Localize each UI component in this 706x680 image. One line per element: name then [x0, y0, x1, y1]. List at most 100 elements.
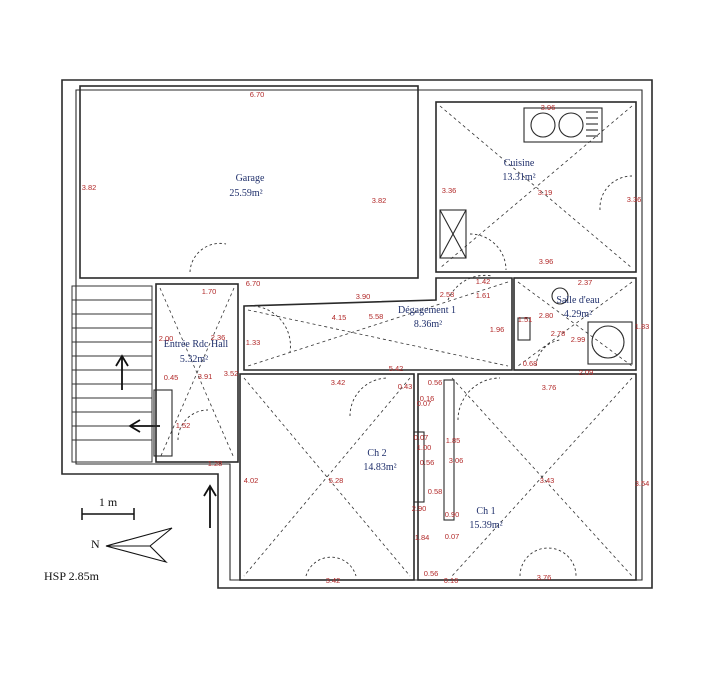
dim-label: 1.85: [446, 436, 461, 445]
dim-label: 3.36: [442, 186, 457, 195]
dim-label: 1.42: [476, 277, 491, 286]
dim-label: 0.90: [445, 510, 460, 519]
dim-label: 0.16: [444, 576, 459, 585]
dim-label: 0.07: [414, 433, 429, 442]
toilet: [517, 317, 531, 341]
cupboard-cross-2: [439, 209, 467, 259]
room-labels: Garage 25.59m² Cuisine 13.31m² Dégagemen…: [164, 158, 600, 531]
dim-label: 3.42: [326, 576, 341, 585]
outer-wall: [61, 79, 653, 589]
dim-label: 3.76: [542, 383, 557, 392]
dim-label: 1.28: [208, 459, 223, 468]
north-label: N: [91, 537, 100, 551]
cuisine-window-swing: [599, 175, 633, 211]
dim-label: 2.90: [412, 504, 427, 513]
dim-label: 3.82: [82, 183, 97, 192]
dim-label: 2.09: [579, 368, 594, 377]
dim-label: 0.16: [420, 394, 435, 403]
cuisine-door-swing: [469, 233, 507, 271]
room-degagement: [243, 274, 513, 371]
scale-bar-label: 1 m: [99, 495, 118, 509]
dim-label: 3.19: [538, 188, 553, 197]
degagement-name: Dégagement 1: [398, 305, 456, 316]
dim-label: 1.70: [202, 287, 217, 296]
entree-diagonal-2: [159, 287, 235, 459]
degagement-door-swing-2: [247, 305, 291, 353]
sink-bowl-right: [558, 112, 584, 138]
dim-label: 0.56: [420, 458, 435, 467]
ch2-area: 14.83m²: [363, 462, 396, 473]
ch1-window-swing: [519, 547, 577, 577]
salle-eau-walls: [513, 277, 637, 371]
north-arrow-lower-icon: [105, 545, 168, 564]
dim-label: 3.36: [627, 195, 642, 204]
dim-label: 1.52: [176, 421, 191, 430]
dim-label: 1.00: [417, 443, 432, 452]
ch2-window-swing: [305, 556, 357, 577]
stair-up-arrow-icon: [115, 354, 129, 390]
ch2-name: Ch 2: [367, 448, 386, 459]
dim-label: 6.70: [246, 279, 261, 288]
entree-walls: [155, 283, 239, 463]
salle-eau-name: Salle d'eau: [556, 295, 599, 306]
salle-eau-area: 4.29m²: [564, 309, 592, 320]
degagement-door-swing-1: [447, 274, 493, 301]
entrance-arrow-icon: [203, 484, 217, 528]
dimension-labels: 6.70 3.82 3.82 6.70 3.96 3.36 3.19 3.36 …: [82, 90, 650, 585]
dim-label: 2.53: [440, 290, 455, 299]
dim-label: 2.00: [159, 334, 174, 343]
dim-label: 0.43: [398, 382, 413, 391]
dim-label: 1.83: [635, 322, 650, 331]
sink-bowl-left: [530, 112, 556, 138]
room-cuisine: [435, 101, 637, 273]
ch2-diagonal-2: [243, 377, 411, 577]
ch1-area: 15.39m²: [469, 520, 502, 531]
dim-label: 3.90: [356, 292, 371, 301]
ch2-wardrobe: [413, 431, 425, 503]
dim-label: 2.99: [571, 335, 586, 344]
dim-label: 0.58: [428, 487, 443, 496]
staircase: [71, 285, 173, 463]
shower-tray: [591, 325, 625, 359]
dim-label: 4.15: [332, 313, 347, 322]
dim-label: 3.54: [635, 479, 650, 488]
dim-label: 4.02: [244, 476, 259, 485]
ch1-diagonal-2: [451, 377, 633, 577]
dim-label: 2.36: [211, 333, 226, 342]
ch2-diagonal-1: [243, 377, 411, 577]
ch1-door-swing: [457, 377, 501, 421]
dim-label: 0.45: [164, 373, 179, 382]
degagement-diagonal-2: [247, 281, 509, 367]
north-arrow: N: [91, 527, 173, 564]
closet: [153, 389, 173, 457]
dim-label: 1.51: [518, 315, 533, 324]
ch1-walls: [417, 373, 637, 581]
scale-bar: 1 m: [81, 495, 135, 520]
cupboard: [439, 209, 467, 259]
shower: [587, 321, 633, 365]
sink-unit: [523, 107, 603, 143]
outer-walls: [61, 79, 653, 589]
garage-name: Garage: [236, 173, 265, 184]
dim-label: 1.84: [415, 533, 430, 542]
dim-label: 3.42: [331, 378, 346, 387]
degagement-diagonal-1: [247, 309, 509, 367]
dim-label: 0.56: [428, 378, 443, 387]
dim-label: 2.78: [551, 329, 566, 338]
dim-label: 1.61: [476, 291, 491, 300]
cuisine-walls: [435, 101, 637, 273]
room-garage: [79, 85, 419, 279]
dim-label: 1.96: [490, 325, 505, 334]
dim-label: 5.28: [329, 476, 344, 485]
dim-label: 0.56: [424, 569, 439, 578]
ch2-door-swing: [349, 377, 389, 417]
hsp-label: HSP 2.85m: [44, 569, 100, 583]
degagement-walls: [243, 277, 513, 371]
degagement-area: 8.36m²: [414, 319, 442, 330]
dim-label: 1.33: [246, 338, 261, 347]
dim-label: 3.43: [540, 476, 555, 485]
dim-label: 0.07: [417, 399, 432, 408]
cuisine-area: 13.31m²: [502, 172, 535, 183]
dim-label: 5.58: [369, 312, 384, 321]
